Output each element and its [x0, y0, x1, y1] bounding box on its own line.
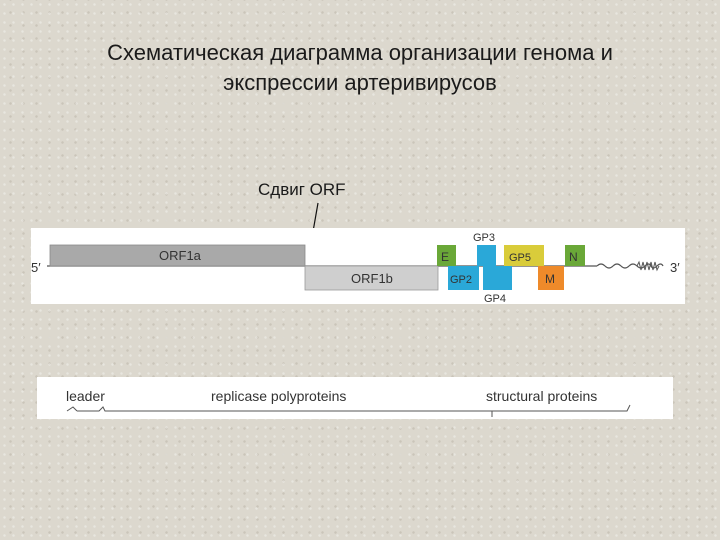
page-title: Схематическая диаграмма организации гено…	[0, 38, 720, 98]
leader-bracket	[66, 406, 78, 412]
structural-bracket	[489, 404, 631, 417]
orf1a-label: ORF1a	[159, 248, 202, 263]
title-line-2: экспрессии артеривирусов	[223, 70, 497, 95]
genome-map-panel: 5′ 3′ ORF1a ORF1b E GP3 GP2 GP4 GP5 M N	[31, 228, 685, 305]
title-line-1: Схематическая диаграмма организации гено…	[107, 40, 613, 65]
orf1a-box	[49, 244, 306, 267]
structural-proteins-label: structural proteins	[486, 388, 597, 404]
products-panel: leader replicase polyproteins structural…	[37, 377, 673, 419]
orf-gp3-label: GP3	[473, 232, 495, 244]
orf-m-label: M	[545, 272, 555, 286]
orf-e-label: E	[441, 250, 449, 264]
orf-gp2-box	[448, 266, 479, 290]
orf-gp2-label: GP2	[450, 274, 472, 286]
orf-gp5-box	[504, 245, 544, 266]
poly-a-tail	[596, 263, 664, 269]
orf-e-box	[437, 245, 456, 266]
replicase-bracket	[77, 406, 492, 412]
orf-gp3-box	[477, 245, 496, 266]
replicase-label: replicase polyproteins	[211, 388, 346, 404]
orf-gp4-box	[483, 266, 512, 290]
orf1b-box	[304, 265, 439, 291]
three-prime-end: 3′	[670, 260, 680, 275]
poly-a-zigzag	[636, 260, 660, 272]
orf-gp4-label: GP4	[484, 293, 506, 304]
orf-n-box	[565, 245, 585, 266]
leader-label: leader	[66, 388, 105, 404]
frameshift-label: Сдвиг ORF	[258, 180, 346, 199]
products-map: leader replicase polyproteins structural…	[66, 388, 631, 417]
genome-map: 5′ 3′ ORF1a ORF1b E GP3 GP2 GP4 GP5 M N	[31, 232, 680, 305]
five-prime-end: 5′	[31, 260, 41, 275]
orf-n-label: N	[569, 250, 578, 264]
orf1b-label: ORF1b	[351, 271, 393, 286]
orf-gp5-label: GP5	[509, 252, 531, 264]
orf-m-box	[538, 266, 564, 290]
